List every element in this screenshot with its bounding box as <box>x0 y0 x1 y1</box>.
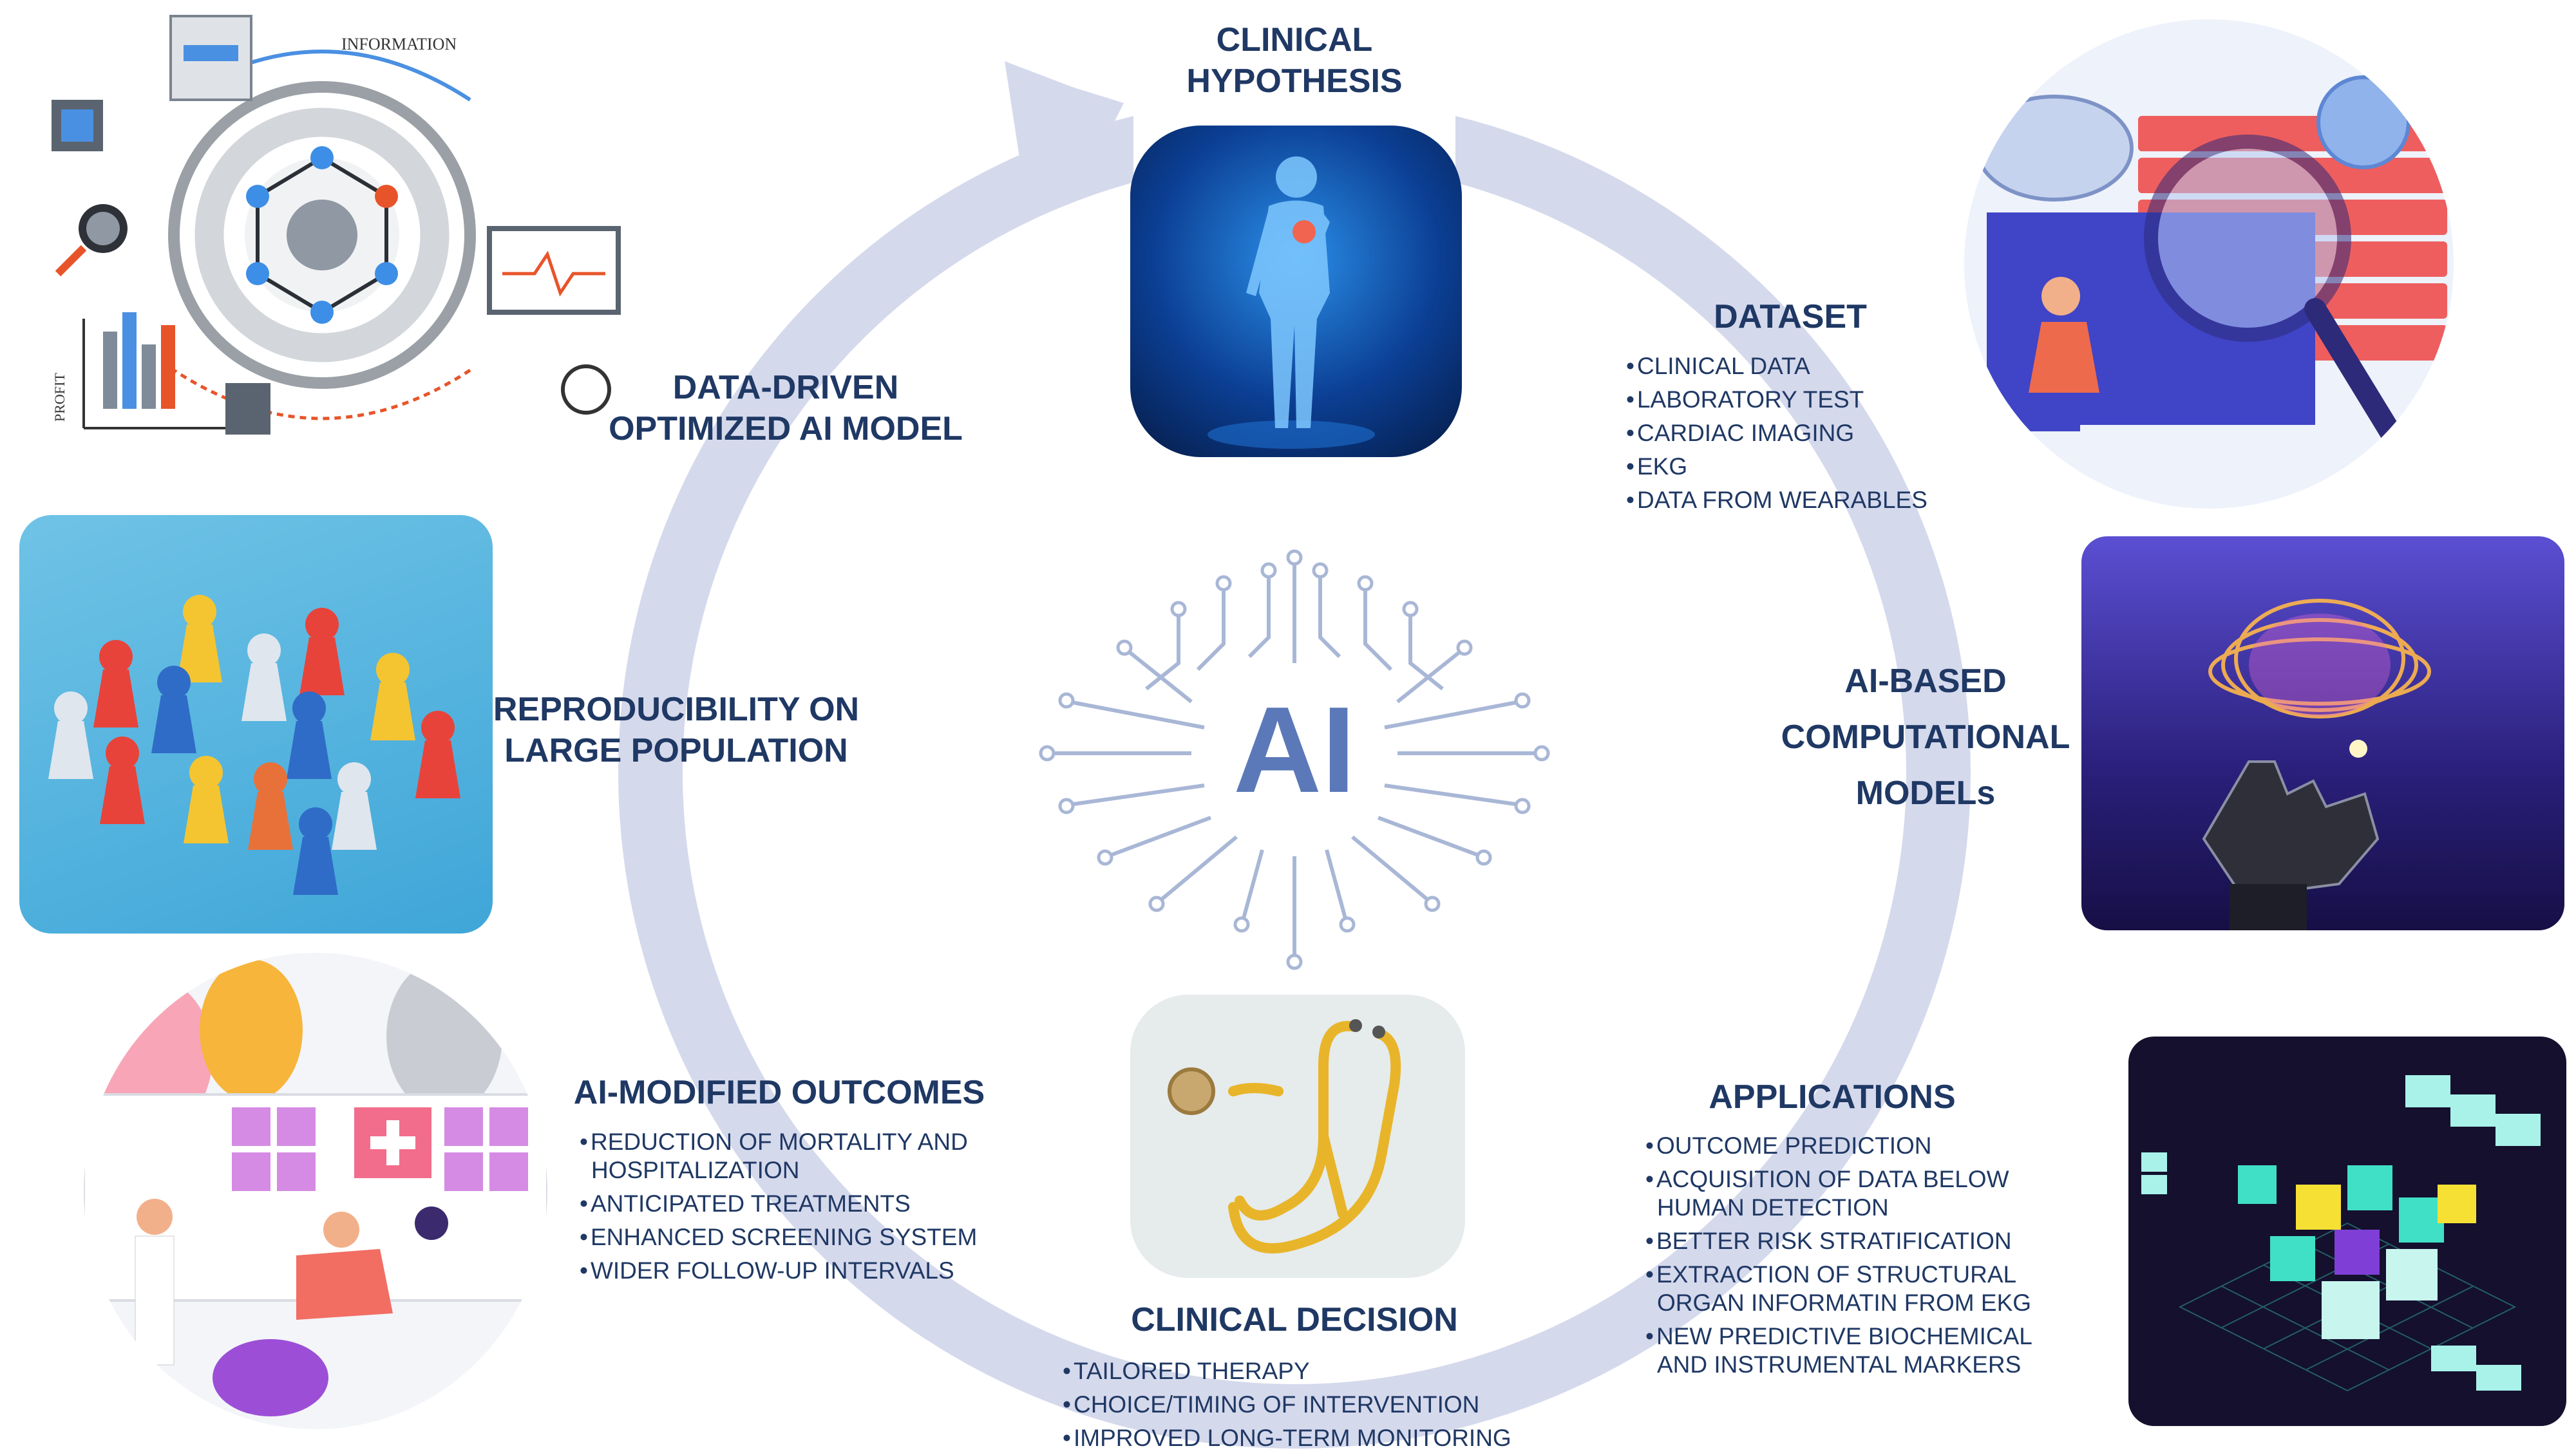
human-body-card <box>1130 126 1462 457</box>
list-item: EKG <box>1626 450 1961 483</box>
list-item: CHOICE/TIMING OF INTERVENTION <box>1063 1388 1552 1422</box>
cubes-card <box>2128 1037 2566 1426</box>
list-item: LABORATORY TEST <box>1626 383 1961 417</box>
information-caption: INFORMATION <box>341 35 457 53</box>
robot-hand-card <box>2081 536 2564 930</box>
clinical-hypothesis-title: CLINICAL HYPOTHESIS <box>1186 21 1403 100</box>
list-item: WIDER FOLLOW-UP INTERVALS <box>580 1257 992 1285</box>
list-item: BETTER RISK STRATIFICATION <box>1645 1227 2045 1255</box>
dataset-title: DATASET <box>1714 298 1867 335</box>
hospital-icon <box>84 959 547 1416</box>
list-item: ANTICIPATED TREATMENTS <box>580 1190 992 1218</box>
list-item: CARDIAC IMAGING <box>1626 417 1961 450</box>
list-item: ENHANCED SCREENING SYSTEM <box>580 1223 992 1252</box>
list-item: CLINICAL DATA <box>1626 350 1961 383</box>
data-driven-title: DATA-DRIVEN OPTIMIZED AI MODEL <box>609 369 963 447</box>
ai-outcomes-title: AI-MODIFIED OUTCOMES <box>573 1074 985 1111</box>
profit-axis-label: PROFIT <box>52 373 68 422</box>
pawns-card <box>19 515 493 934</box>
applications-list: OUTCOME PREDICTION ACQUISITION OF DATA B… <box>1645 1132 2045 1379</box>
dataset-list: CLINICAL DATA LABORATORY TEST CARDIAC IM… <box>1626 350 1961 517</box>
clinical-decision-title: CLINICAL DECISION <box>1131 1301 1458 1338</box>
ai-outcomes-list: REDUCTION OF MORTALITY ANDHOSPITALIZATIO… <box>580 1128 992 1285</box>
pawn-icon <box>48 595 460 895</box>
ai-models-title: AI-BASED COMPUTATIONAL MODELs <box>1781 662 2070 812</box>
ai-center-label: AI <box>1233 682 1356 818</box>
human-body-icon <box>1208 156 1375 449</box>
brain-circuit-icon: AI <box>1039 549 1550 970</box>
list-item: TAILORED THERAPY <box>1063 1355 1552 1388</box>
magnifier-card <box>1964 19 2454 509</box>
list-item: DATA FROM WEARABLES <box>1626 483 1961 517</box>
applications-title: APPLICATIONS <box>1709 1078 1956 1116</box>
list-item: OUTCOME PREDICTION <box>1645 1132 2045 1160</box>
stethoscope-card <box>1130 995 1465 1278</box>
magnifier-icon <box>1975 75 2447 494</box>
data-infographic-illustration: INFORMATION PROFIT <box>52 15 621 435</box>
stethoscope-icon <box>1168 1019 1401 1253</box>
list-item: IMPROVED LONG-TERM MONITORING <box>1063 1422 1552 1455</box>
clinical-decision-list: TAILORED THERAPY CHOICE/TIMING OF INTERV… <box>1063 1355 1552 1455</box>
cube-icon <box>2141 1075 2541 1392</box>
reproducibility-title: REPRODUCIBILITY ON LARGE POPULATION <box>493 691 860 769</box>
list-item: REDUCTION OF MORTALITY ANDHOSPITALIZATIO… <box>580 1128 992 1185</box>
robot-hand-icon <box>2202 599 2431 930</box>
hospital-card <box>84 953 547 1429</box>
